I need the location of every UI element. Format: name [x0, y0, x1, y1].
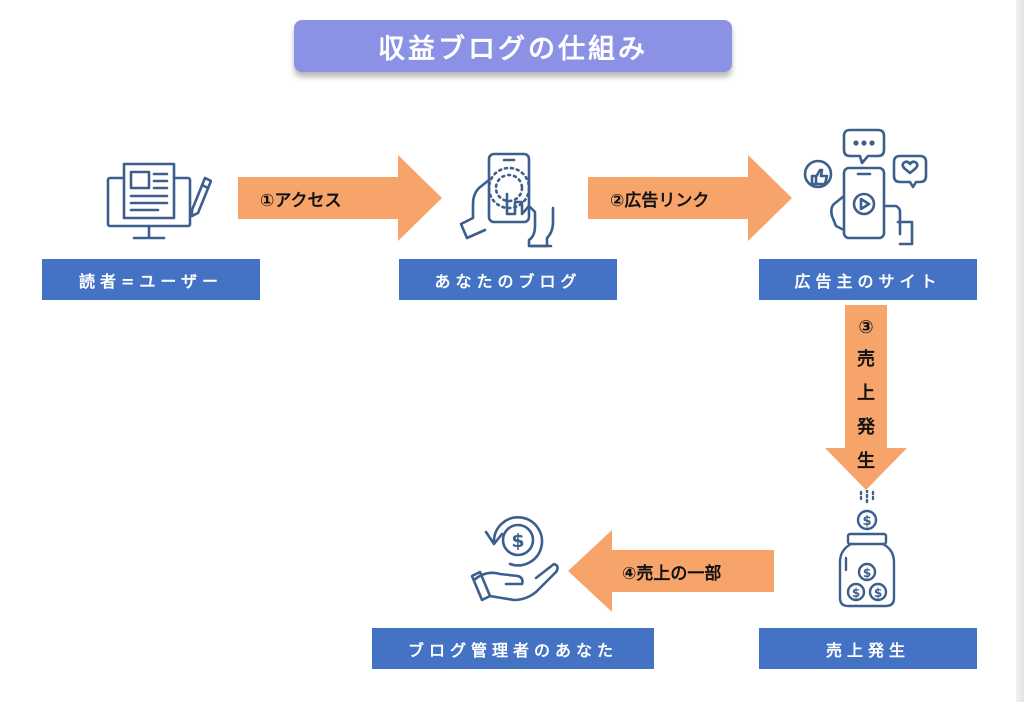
- hand-receiving-dollar-icon: $: [470, 506, 564, 604]
- sales-arrow-char: 生: [857, 451, 875, 472]
- coin-jar-icon: $ $ $ $: [834, 490, 900, 608]
- ad-link-arrow: ②広告リンク: [588, 155, 792, 241]
- share-arrow-label: ④売上の一部: [622, 564, 722, 584]
- svg-text:$: $: [874, 586, 882, 600]
- access-arrow-label: ①アクセス: [260, 191, 342, 211]
- page-title: 収益ブログの仕組み: [294, 20, 732, 72]
- svg-text:$: $: [852, 586, 860, 600]
- sales-arrow-char: 上: [857, 383, 875, 404]
- page-edge-shadow: [1016, 0, 1024, 702]
- hand-touch-smartphone-icon: [455, 150, 565, 252]
- blog-label: あなたのブログ: [399, 259, 617, 300]
- advertiser-label: 広告主のサイト: [759, 259, 977, 300]
- svg-text:$: $: [863, 566, 871, 580]
- access-arrow: ①アクセス: [238, 155, 442, 241]
- reader-label: 読者=ユーザー: [42, 259, 260, 300]
- sales-arrow-char: 発: [857, 417, 875, 438]
- sales-arrow-char: 売: [857, 349, 875, 370]
- sales-arrow: ③ 売 上 発 生: [825, 305, 907, 490]
- share-arrow: ④売上の一部: [568, 530, 774, 612]
- computer-document-pen-icon: [100, 156, 212, 248]
- sales-arrow-number: ③: [858, 317, 874, 338]
- ad-link-arrow-label: ②広告リンク: [610, 191, 710, 211]
- smartphone-social-reactions-icon: [800, 126, 930, 250]
- owner-label: ブログ管理者のあなた: [372, 628, 654, 669]
- sales-label: 売上発生: [759, 628, 977, 669]
- svg-text:$: $: [511, 530, 524, 552]
- svg-text:$: $: [862, 514, 871, 529]
